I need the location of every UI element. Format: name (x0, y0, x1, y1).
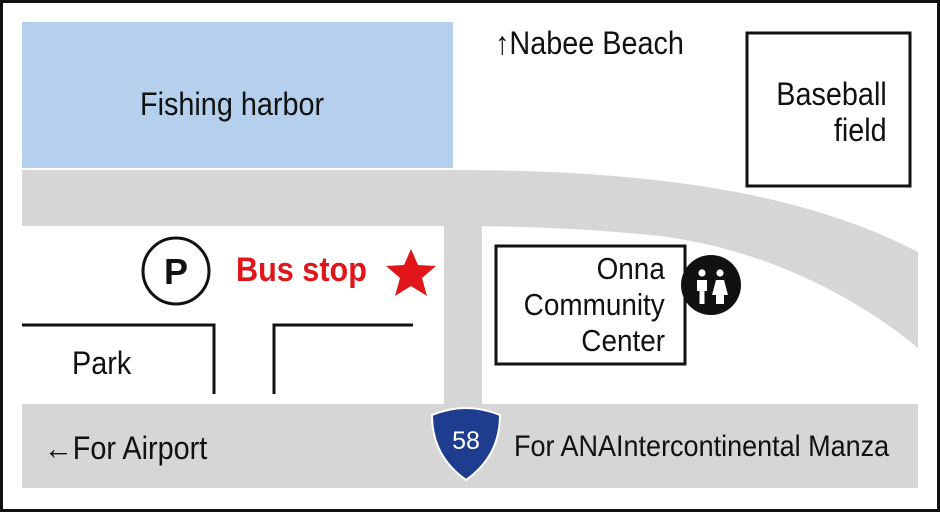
upper-road (22, 170, 918, 348)
community-center-label-line3: Center (581, 323, 665, 358)
baseball-field-label-line2: field (834, 112, 887, 148)
community-center-box (494, 244, 687, 366)
fishing-harbor-area (22, 22, 453, 168)
community-center-label-line2: Community (523, 287, 665, 322)
parking-icon: P (141, 236, 211, 306)
park-boundary-right (272, 323, 413, 394)
for-hotel-label: For ANAIntercontinental Manza (514, 430, 890, 463)
baseball-field-label-line1: Baseball (776, 76, 887, 112)
park-boundary-left (22, 323, 216, 394)
restroom-icon (681, 255, 741, 315)
for-airport-label: ←For Airport (44, 430, 208, 466)
connector-road (444, 224, 482, 414)
nabee-beach-label: ↑Nabee Beach (495, 25, 684, 61)
svg-text:P: P (164, 251, 188, 292)
route-number-label: 58 (452, 427, 480, 455)
park-label: Park (72, 345, 132, 381)
star-icon (386, 249, 436, 296)
bus-stop-label: Bus stop (236, 251, 367, 289)
community-center-label-line1: Onna (596, 251, 665, 286)
baseball-field-box (745, 31, 912, 188)
fishing-harbor-label: Fishing harbor (140, 86, 325, 122)
route-shield-icon: 58 (430, 407, 502, 482)
